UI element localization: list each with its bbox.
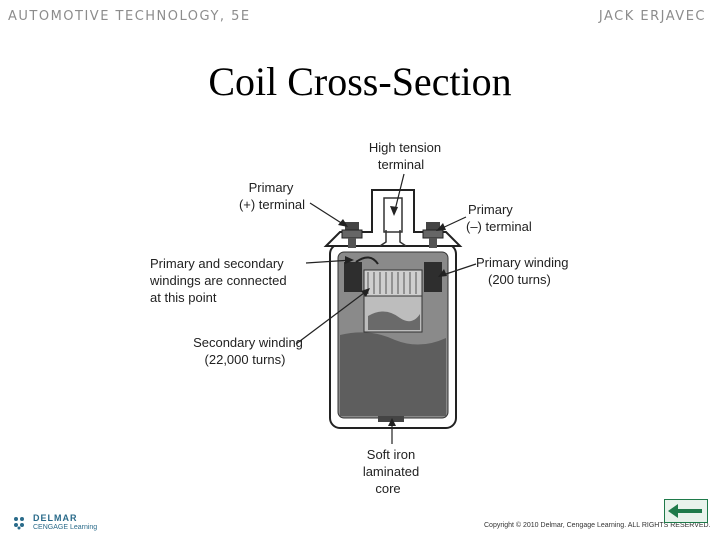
label-connected-line1: Primary and secondary <box>150 256 284 271</box>
label-core-line1: Soft iron <box>367 447 415 462</box>
slide-title: Coil Cross-Section <box>208 59 512 104</box>
label-connected-line2: windings are connected <box>149 273 287 288</box>
primary-positive-terminal <box>341 222 363 248</box>
label-high-tension-line2: terminal <box>378 157 424 172</box>
label-secondary-winding-line2: (22,000 turns) <box>205 352 286 367</box>
label-primary-winding-line2: (200 turns) <box>488 272 551 287</box>
label-connected-line3: at this point <box>150 290 217 305</box>
label-core-line2: laminated <box>363 464 419 479</box>
header-author: JACK ERJAVEC <box>598 9 706 24</box>
primary-negative-terminal <box>422 222 444 248</box>
logo-line1: DELMAR <box>33 513 78 523</box>
left-arrow-icon <box>664 499 708 523</box>
label-core-line3: core <box>375 481 400 496</box>
header-course-title: AUTOMOTIVE TECHNOLOGY, 5E <box>8 9 251 24</box>
windings <box>344 256 442 333</box>
label-primary-pos-line2: (+) terminal <box>239 197 305 212</box>
label-primary-winding-line1: Primary winding <box>476 255 568 270</box>
label-high-tension-line1: High tension <box>369 140 441 155</box>
copyright-notice: Copyright © 2010 Delmar, Cengage Learnin… <box>484 522 711 529</box>
delmar-logo-icon <box>14 517 24 530</box>
label-primary-neg-line1: Primary <box>468 202 513 217</box>
label-primary-pos-line1: Primary <box>249 180 294 195</box>
label-primary-neg-line2: (–) terminal <box>466 219 532 234</box>
core-bottom <box>378 416 404 422</box>
label-secondary-winding-line1: Secondary winding <box>193 335 303 350</box>
publisher-logo: DELMAR CENGAGE Learning <box>12 514 97 532</box>
back-button[interactable] <box>664 499 708 523</box>
logo-line2: CENGAGE Learning <box>33 524 98 531</box>
leader-arrows <box>338 206 447 426</box>
leader-lines <box>295 173 477 444</box>
